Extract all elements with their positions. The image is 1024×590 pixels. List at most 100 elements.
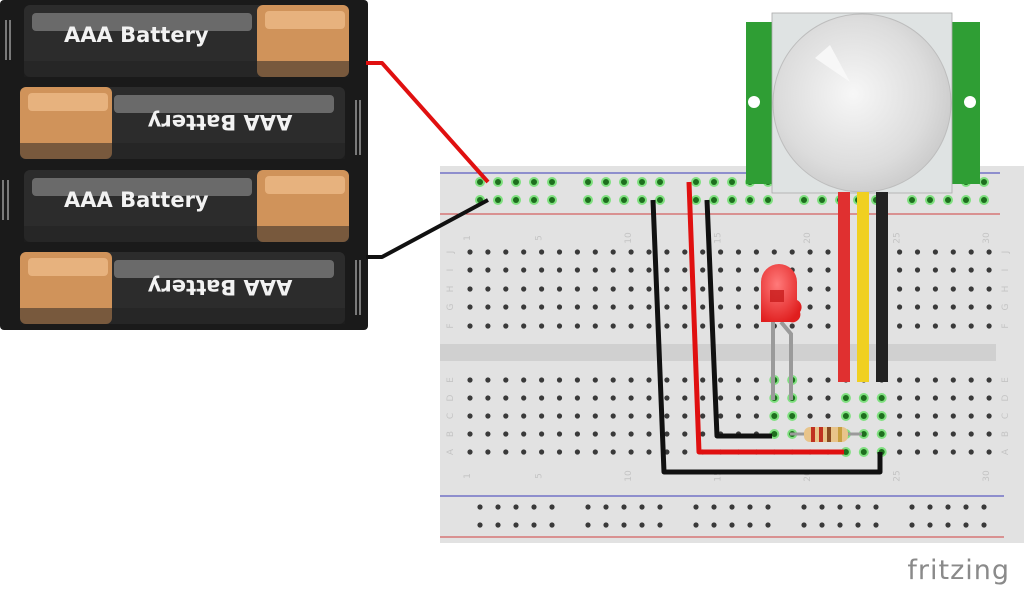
breadboard-hole[interactable] — [914, 267, 921, 273]
breadboard-hole[interactable] — [556, 449, 563, 455]
breadboard-hole[interactable] — [467, 304, 473, 310]
rail-hole[interactable] — [963, 504, 969, 510]
rail-hole[interactable] — [531, 179, 537, 185]
breadboard-hole[interactable] — [628, 286, 634, 292]
rail-hole[interactable] — [765, 504, 771, 510]
breadboard-hole[interactable] — [700, 431, 706, 437]
breadboard-hole[interactable] — [968, 449, 974, 455]
breadboard-hole[interactable] — [556, 267, 563, 273]
breadboard-hole[interactable] — [771, 431, 778, 437]
rail-hole[interactable] — [657, 504, 663, 510]
breadboard-hole[interactable] — [968, 431, 974, 437]
breadboard-hole[interactable] — [556, 413, 563, 419]
rail-hole[interactable] — [513, 197, 519, 203]
rail-hole[interactable] — [981, 522, 987, 528]
breadboard-hole[interactable] — [503, 249, 509, 255]
rail-hole[interactable] — [747, 504, 753, 510]
breadboard-hole[interactable] — [485, 323, 491, 329]
breadboard-hole[interactable] — [539, 267, 545, 273]
breadboard-hole[interactable] — [682, 286, 688, 292]
breadboard-hole[interactable] — [897, 323, 903, 329]
rail-hole[interactable] — [909, 197, 915, 203]
rail-hole[interactable] — [585, 522, 591, 528]
breadboard-hole[interactable] — [950, 286, 956, 292]
breadboard-hole[interactable] — [521, 286, 527, 292]
breadboard-hole[interactable] — [878, 413, 885, 419]
breadboard-hole[interactable] — [825, 304, 831, 310]
rail-hole[interactable] — [585, 197, 591, 203]
breadboard-hole[interactable] — [574, 449, 581, 455]
breadboard-hole[interactable] — [807, 267, 813, 273]
breadboard-hole[interactable] — [682, 267, 688, 273]
breadboard-hole[interactable] — [485, 377, 491, 383]
rail-hole[interactable] — [711, 197, 717, 203]
breadboard-hole[interactable] — [574, 267, 581, 273]
breadboard-hole[interactable] — [932, 413, 939, 419]
breadboard-hole[interactable] — [968, 304, 974, 310]
breadboard-hole[interactable] — [968, 395, 974, 401]
breadboard-hole[interactable] — [503, 267, 509, 273]
breadboard-hole[interactable] — [467, 323, 473, 329]
breadboard-hole[interactable] — [950, 395, 956, 401]
breadboard-hole[interactable] — [718, 395, 724, 401]
breadboard-hole[interactable] — [539, 304, 545, 310]
rail-hole[interactable] — [873, 522, 879, 528]
rail-hole[interactable] — [603, 179, 609, 185]
breadboard-hole[interactable] — [521, 377, 527, 383]
rail-hole[interactable] — [945, 504, 951, 510]
breadboard-hole[interactable] — [807, 249, 813, 255]
breadboard-hole[interactable] — [753, 413, 760, 419]
rail-hole[interactable] — [729, 504, 735, 510]
breadboard-hole[interactable] — [932, 304, 939, 310]
breadboard-hole[interactable] — [700, 249, 706, 255]
breadboard-hole[interactable] — [521, 304, 527, 310]
breadboard-hole[interactable] — [842, 413, 849, 419]
rail-hole[interactable] — [513, 522, 519, 528]
rail-hole[interactable] — [693, 522, 699, 528]
rail-hole[interactable] — [819, 197, 825, 203]
breadboard-hole[interactable] — [789, 323, 795, 329]
breadboard-hole[interactable] — [610, 249, 616, 255]
rail-hole[interactable] — [693, 179, 699, 185]
breadboard-hole[interactable] — [968, 286, 974, 292]
breadboard-hole[interactable] — [646, 377, 652, 383]
breadboard-hole[interactable] — [968, 323, 974, 329]
breadboard-hole[interactable] — [897, 377, 903, 383]
rail-hole[interactable] — [585, 504, 591, 510]
rail-hole[interactable] — [945, 522, 951, 528]
breadboard-hole[interactable] — [682, 323, 688, 329]
breadboard-hole[interactable] — [914, 249, 921, 255]
breadboard-hole[interactable] — [610, 323, 616, 329]
breadboard-hole[interactable] — [950, 304, 956, 310]
breadboard-hole[interactable] — [539, 249, 545, 255]
breadboard-hole[interactable] — [986, 431, 992, 437]
breadboard-hole[interactable] — [914, 323, 921, 329]
breadboard-hole[interactable] — [682, 413, 688, 419]
breadboard-hole[interactable] — [897, 267, 903, 273]
rail-hole[interactable] — [963, 197, 969, 203]
rail-hole[interactable] — [981, 504, 987, 510]
breadboard-hole[interactable] — [860, 449, 867, 455]
breadboard-hole[interactable] — [574, 323, 581, 329]
breadboard-hole[interactable] — [878, 431, 885, 437]
breadboard-hole[interactable] — [664, 377, 670, 383]
breadboard-hole[interactable] — [592, 304, 598, 310]
breadboard-hole[interactable] — [807, 304, 813, 310]
breadboard-hole[interactable] — [521, 431, 527, 437]
breadboard-hole[interactable] — [646, 449, 652, 455]
rail-hole[interactable] — [729, 197, 735, 203]
breadboard-hole[interactable] — [735, 323, 742, 329]
breadboard-hole[interactable] — [485, 267, 491, 273]
breadboard-hole[interactable] — [753, 323, 760, 329]
breadboard-hole[interactable] — [860, 395, 867, 401]
breadboard-hole[interactable] — [897, 431, 903, 437]
breadboard-hole[interactable] — [932, 323, 939, 329]
breadboard-hole[interactable] — [842, 449, 849, 455]
breadboard-hole[interactable] — [825, 286, 831, 292]
breadboard-hole[interactable] — [556, 431, 563, 437]
breadboard-hole[interactable] — [521, 413, 527, 419]
breadboard-hole[interactable] — [986, 267, 992, 273]
rail-hole[interactable] — [909, 504, 915, 510]
breadboard-hole[interactable] — [897, 413, 903, 419]
breadboard-hole[interactable] — [539, 395, 545, 401]
